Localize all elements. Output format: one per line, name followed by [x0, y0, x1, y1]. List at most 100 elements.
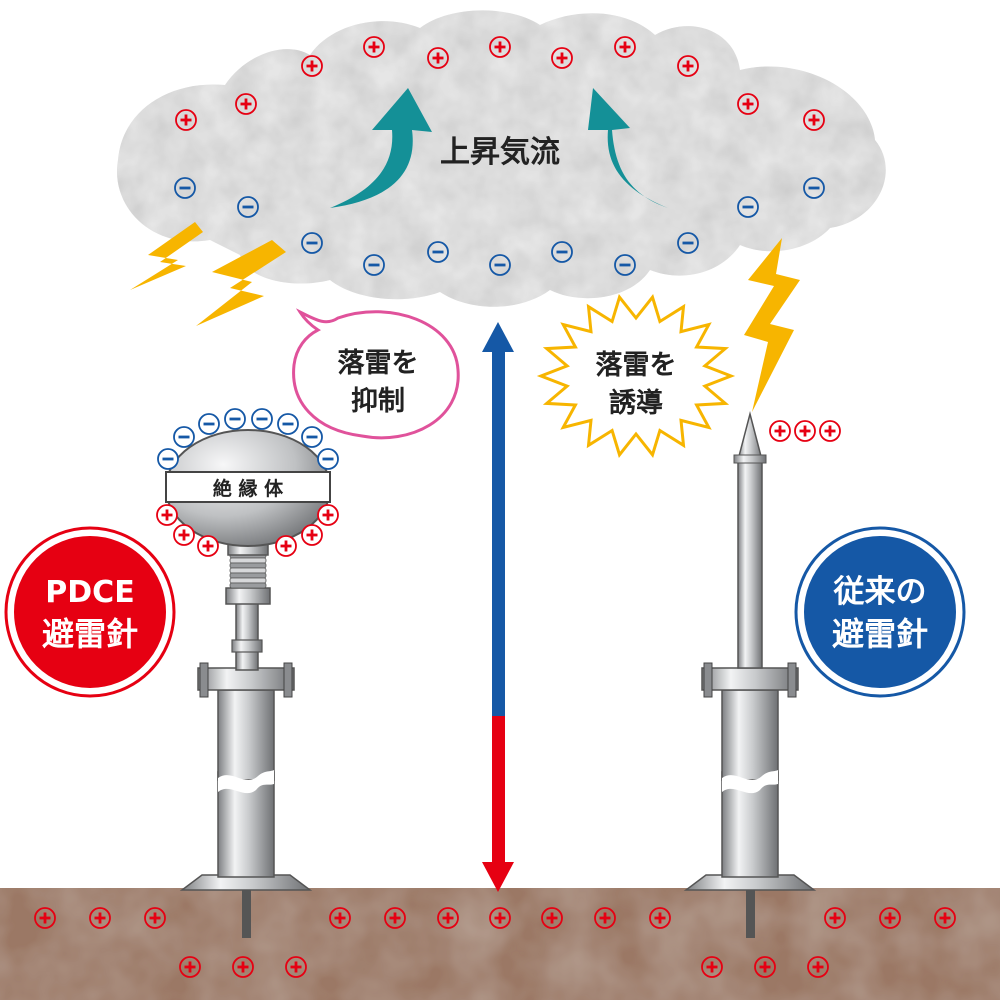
- distance-arrow-head-down: [482, 862, 514, 892]
- negative-charge-icon: [614, 254, 636, 276]
- positive-charge-icon: [34, 907, 56, 929]
- pdce-pipe-break: [218, 770, 274, 794]
- negative-charge-icon: [198, 413, 220, 435]
- positive-charge-icon: [737, 93, 759, 115]
- positive-charge-icon: [384, 907, 406, 929]
- negative-charge-icon: [489, 254, 511, 276]
- positive-charge-icon: [232, 956, 254, 978]
- speech-bubble-suppress: 落雷を 抑制: [292, 308, 460, 440]
- negative-charge-icon: [427, 241, 449, 263]
- positive-charge-icon: [427, 47, 449, 69]
- positive-charge-icon: [807, 956, 829, 978]
- positive-charge-icon: [285, 956, 307, 978]
- positive-charge-icon: [614, 36, 636, 58]
- pdce-flange-bolt-left: [199, 662, 209, 698]
- positive-charge-icon: [819, 420, 841, 442]
- conventional-badge-line1: 従来の: [833, 574, 927, 610]
- positive-charge-icon: [489, 907, 511, 929]
- positive-charge-icon: [363, 36, 385, 58]
- burst-bubble-induce: 落雷を 誘導: [536, 294, 736, 458]
- positive-charge-icon: [541, 907, 563, 929]
- ground: [0, 888, 1000, 1000]
- positive-charge-icon: [317, 504, 339, 526]
- distance-arrow: [482, 322, 514, 892]
- negative-charge-icon: [803, 177, 825, 199]
- pdce-pipe-upper: [217, 689, 275, 781]
- negative-charge-icon: [237, 196, 259, 218]
- conventional-badge-line2: 避雷針: [832, 615, 928, 653]
- speech-bubble-line1: 落雷を: [338, 348, 419, 379]
- conventional-pipe-upper: [721, 689, 779, 781]
- positive-charge-icon: [173, 524, 195, 546]
- pdce-badge: [10, 532, 170, 692]
- positive-charge-icon: [329, 907, 351, 929]
- negative-charge-icon: [174, 177, 196, 199]
- pdce-rod: [235, 599, 259, 671]
- positive-charge-icon: [235, 93, 257, 115]
- conventional-rod-ring: [733, 454, 767, 464]
- positive-charge-icon: [677, 55, 699, 77]
- positive-charge-icon: [437, 907, 459, 929]
- lightning-bolt-left-large: [196, 240, 286, 326]
- positive-charge-icon: [275, 535, 297, 557]
- positive-charge-icon: [551, 47, 573, 69]
- thread-ring: [229, 577, 267, 584]
- negative-charge-icon: [317, 448, 339, 470]
- conventional-lightning-rod: 従来の 避雷針: [683, 411, 966, 938]
- pdce-flange-bolt-right: [283, 662, 293, 698]
- conventional-pipe-break: [722, 770, 778, 794]
- pdce-insulator-label: 絶 縁 体: [213, 477, 284, 500]
- conventional-badge: [800, 532, 960, 692]
- pdce-badge-line2: 避雷針: [42, 615, 138, 653]
- negative-charge-icon: [173, 426, 195, 448]
- burst-bubble-shape: [536, 294, 736, 458]
- ground-soil: [0, 888, 1000, 1000]
- conventional-base-plate: [683, 874, 817, 891]
- pdce-rod-collar: [231, 639, 263, 653]
- speech-bubble-shape: [292, 308, 460, 440]
- charge-symbols: [34, 36, 956, 978]
- pdce-coupling: [225, 587, 271, 605]
- pdce-badge-ring: [4, 526, 176, 698]
- positive-charge-icon: [179, 956, 201, 978]
- positive-charge-icon: [803, 109, 825, 131]
- pdce-insulator-band: [165, 471, 331, 503]
- negative-charge-icon: [224, 408, 246, 430]
- positive-charge-icon: [824, 907, 846, 929]
- positive-charge-icon: [301, 524, 323, 546]
- positive-charge-icon: [879, 907, 901, 929]
- positive-charge-icon: [754, 956, 776, 978]
- distance-arrow-upper-segment: [492, 348, 505, 716]
- positive-charge-icon: [175, 109, 197, 131]
- negative-charge-icon: [301, 232, 323, 254]
- updraft-arrow-right: [588, 88, 668, 208]
- pdce-badge-line1: PDCE: [45, 575, 134, 610]
- positive-charge-icon: [144, 907, 166, 929]
- positive-charge-icon: [794, 420, 816, 442]
- updraft-label: 上昇気流: [440, 135, 560, 170]
- negative-charge-icon: [551, 241, 573, 263]
- conventional-flange-bolt-left: [703, 662, 713, 698]
- positive-charge-icon: [769, 420, 791, 442]
- negative-charge-icon: [301, 426, 323, 448]
- lightning-bolt-left-small: [130, 222, 203, 290]
- pdce-pipe-lower: [217, 771, 275, 878]
- positive-charge-icon: [701, 956, 723, 978]
- positive-charge-icon: [934, 907, 956, 929]
- thread-ring: [229, 562, 267, 569]
- updraft-arrow-left: [330, 88, 432, 208]
- positive-charge-icon: [89, 907, 111, 929]
- burst-bubble-line2: 誘導: [609, 387, 663, 419]
- thread-ring: [229, 557, 267, 564]
- positive-charge-icon: [156, 504, 178, 526]
- speech-bubble-line2: 抑制: [351, 386, 405, 417]
- positive-charge-icon: [301, 55, 323, 77]
- pdce-threaded-connector: [229, 552, 267, 589]
- positive-charge-icon: [197, 535, 219, 557]
- conventional-ground-stake: [746, 888, 755, 938]
- conventional-flange-bolt-right: [787, 662, 797, 698]
- positive-charge-icon: [489, 36, 511, 58]
- negative-charge-icon: [677, 232, 699, 254]
